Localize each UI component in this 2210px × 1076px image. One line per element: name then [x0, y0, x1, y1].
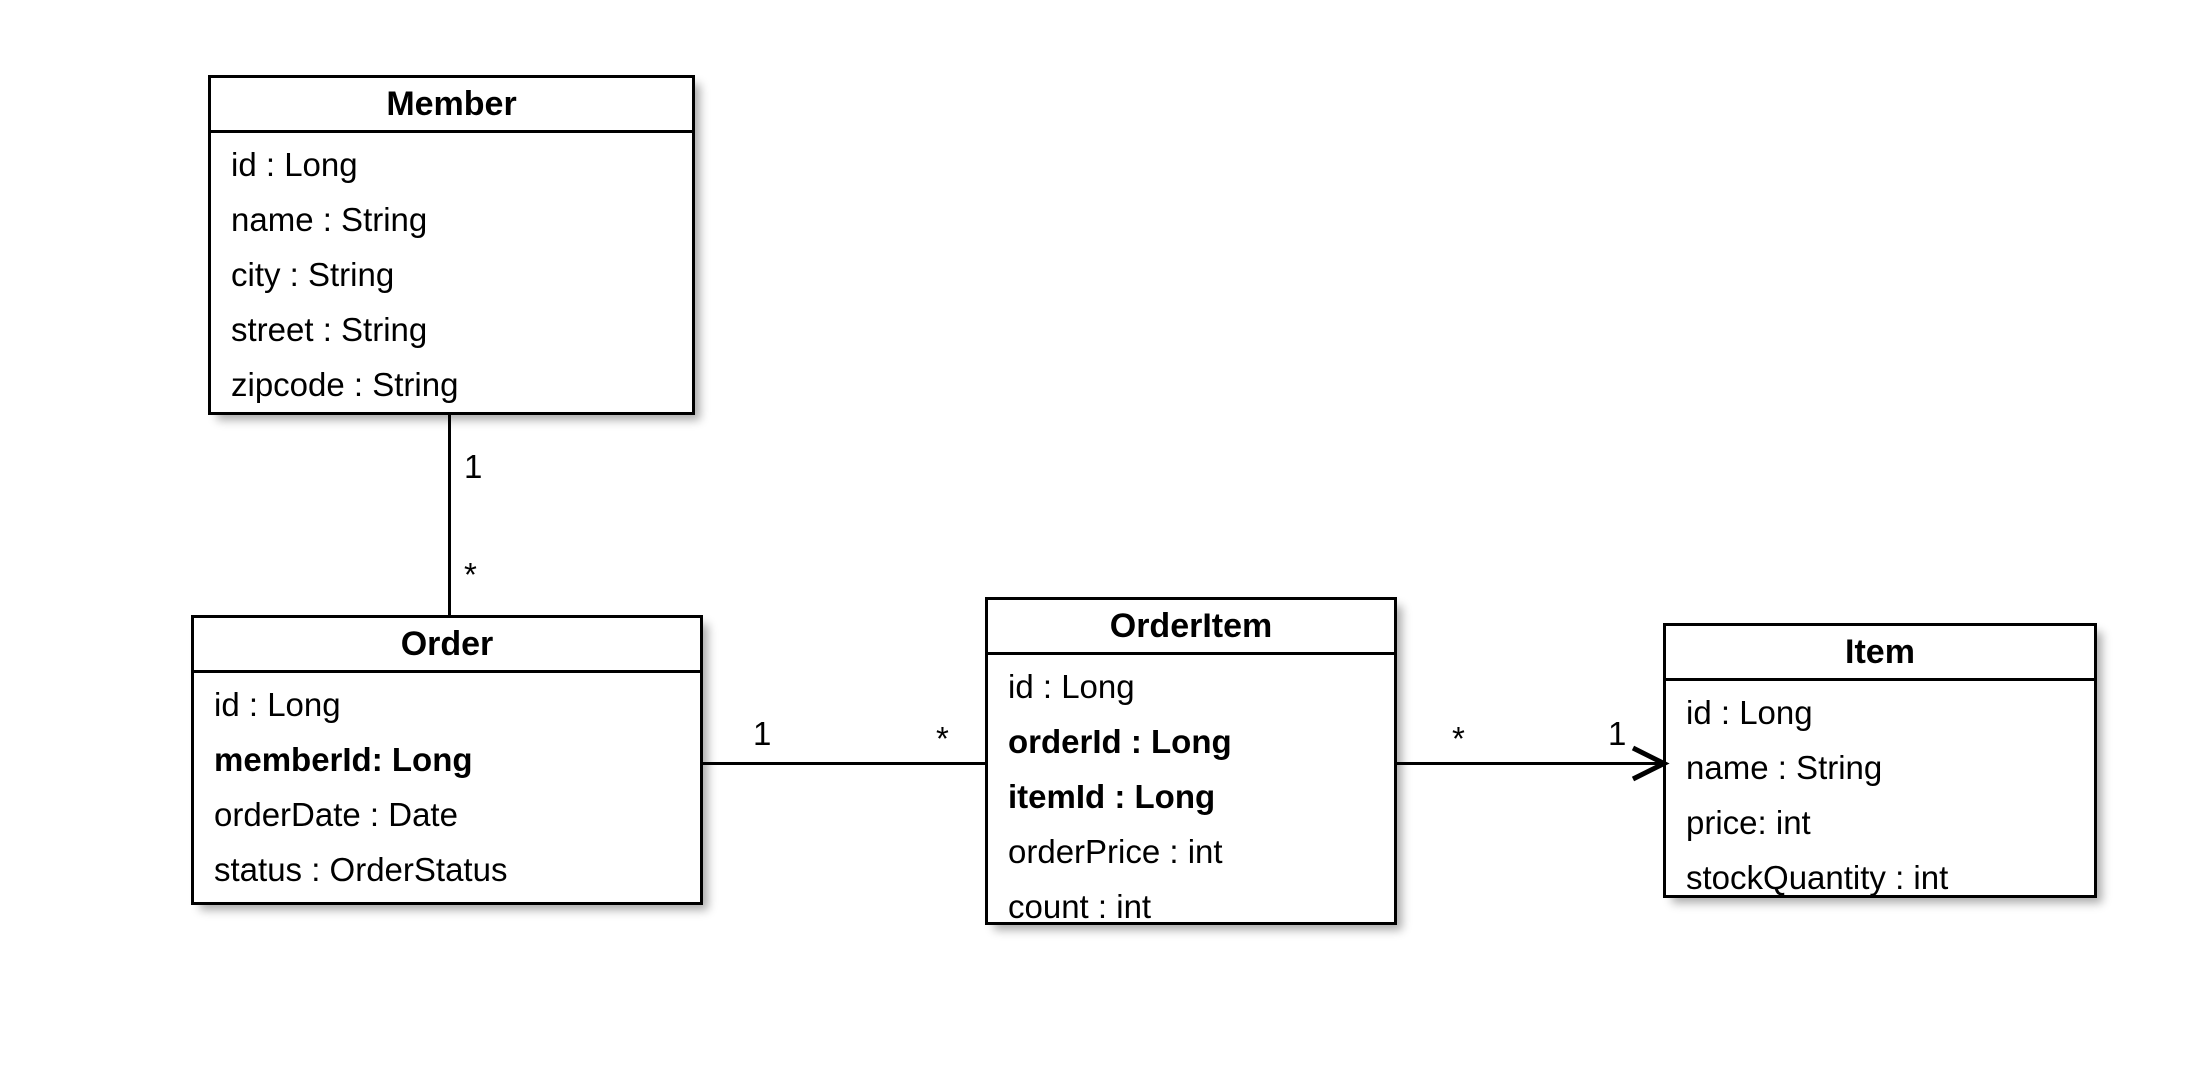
attribute-row: city : String	[231, 256, 395, 293]
attribute-row: name : String	[231, 201, 428, 238]
attribute-row: orderPrice : int	[1008, 833, 1223, 870]
attribute-row: name : String	[1686, 749, 1883, 786]
class-name-item: Item	[1666, 626, 2094, 681]
association-line-member-order[interactable]	[448, 415, 451, 617]
attribute-row: zipcode : String	[231, 366, 459, 403]
attribute-row: street : String	[231, 311, 428, 348]
attribute-row: orderDate : Date	[214, 796, 458, 833]
multiplicity-member-order-target: *	[464, 556, 477, 593]
attribute-row: id : Long	[1008, 668, 1135, 705]
association-line-orderitem-item[interactable]	[1395, 762, 1665, 765]
class-name-member: Member	[211, 78, 692, 133]
attribute-compartment-orderitem: id : Long orderId : Long itemId : Long o…	[988, 655, 1394, 940]
attribute-row: id : Long	[1686, 694, 1813, 731]
attribute-row: id : Long	[231, 146, 358, 183]
attribute-compartment-member: id : Long name : String city : String st…	[211, 133, 692, 418]
association-line-order-orderitem[interactable]	[701, 762, 987, 765]
multiplicity-orderitem-item-source: *	[1452, 720, 1465, 757]
open-arrowhead-icon	[1631, 745, 1670, 782]
class-name-order: Order	[194, 618, 700, 673]
attribute-row: id : Long	[214, 686, 341, 723]
attribute-row: price: int	[1686, 804, 1811, 841]
class-box-orderitem[interactable]: OrderItem id : Long orderId : Long itemI…	[985, 597, 1397, 925]
class-name-orderitem: OrderItem	[988, 600, 1394, 655]
attribute-row: status : OrderStatus	[214, 851, 508, 888]
class-box-item[interactable]: Item id : Long name : String price: int …	[1663, 623, 2097, 898]
multiplicity-order-orderitem-source: 1	[753, 715, 772, 752]
attribute-row-foreign-key: memberId: Long	[214, 741, 473, 778]
attribute-row: count : int	[1008, 888, 1152, 925]
attribute-row-foreign-key: orderId : Long	[1008, 723, 1232, 760]
attribute-row-foreign-key: itemId : Long	[1008, 778, 1216, 815]
multiplicity-order-orderitem-target: *	[936, 720, 949, 757]
class-box-order[interactable]: Order id : Long memberId: Long orderDate…	[191, 615, 703, 905]
attribute-row: stockQuantity : int	[1686, 859, 1949, 896]
attribute-compartment-order: id : Long memberId: Long orderDate : Dat…	[194, 673, 700, 903]
attribute-compartment-item: id : Long name : String price: int stock…	[1666, 681, 2094, 911]
class-box-member[interactable]: Member id : Long name : String city : St…	[208, 75, 695, 415]
multiplicity-orderitem-item-target: 1	[1608, 715, 1627, 752]
multiplicity-member-order-source: 1	[464, 448, 483, 485]
